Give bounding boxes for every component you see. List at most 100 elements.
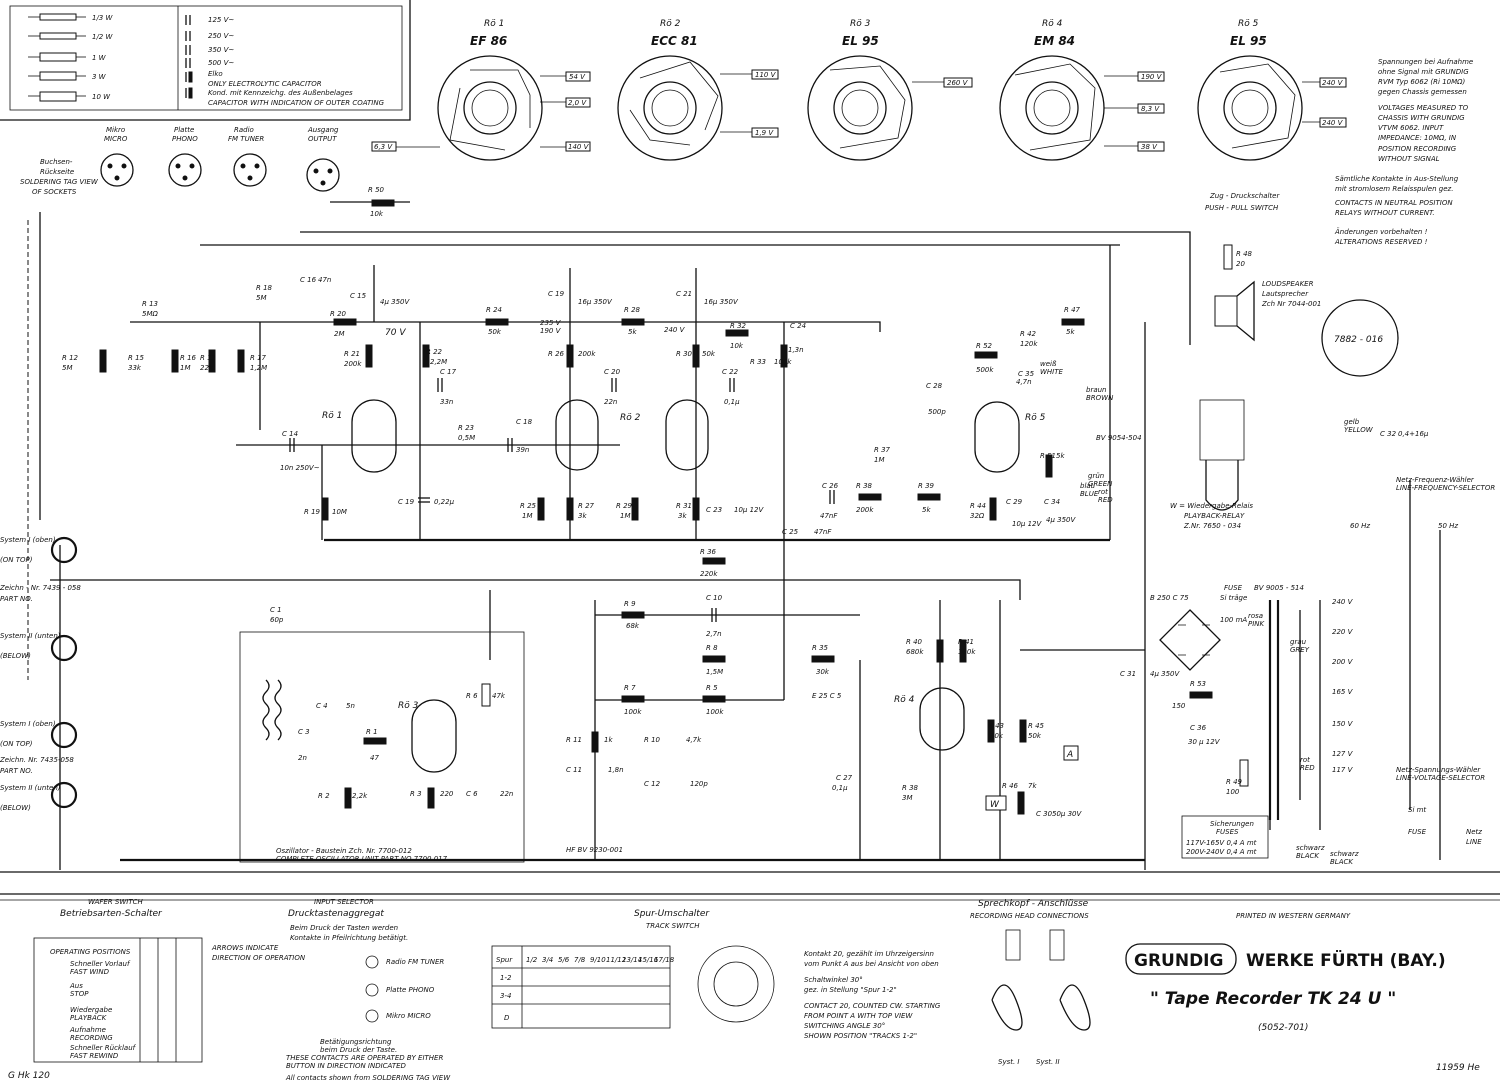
- lbl-r53: R 53: [1190, 680, 1206, 688]
- wire-colour-label: braun: [1086, 386, 1106, 394]
- sys2-en: (BELOW): [0, 652, 31, 660]
- ct-ro3: Rö 3: [398, 701, 419, 711]
- lbl-r45v: 50k: [1028, 732, 1042, 740]
- lbl-r51: R 51: [1040, 452, 1056, 460]
- lbl-r29v: 1M: [620, 512, 631, 520]
- lbl-c11: C 11: [566, 766, 582, 774]
- lbl-r51v: 5k: [1056, 452, 1065, 460]
- lbl-r9: R 9: [624, 600, 636, 608]
- lbl-r8: R 8: [706, 644, 718, 652]
- lbl-r39v: 5k: [922, 506, 931, 514]
- part-no-2b: PART NO.: [0, 767, 33, 775]
- pushpull-de: Zug - Druckschalter: [1209, 192, 1280, 200]
- input-en-0: MICRO: [104, 135, 128, 143]
- misc-black: BLACK: [1330, 858, 1354, 866]
- lbl-c17v: 33n: [440, 398, 453, 406]
- components: [99, 199, 1249, 815]
- isel-f2: THESE CONTACTS ARE OPERATED BY EITHER: [286, 1054, 443, 1062]
- lbl-r48: R 48: [1236, 250, 1253, 258]
- track-c1: 3/4: [542, 956, 553, 964]
- input-de-3: Ausgang: [307, 126, 339, 134]
- input-selector-legend: INPUT SELECTOR Drucktastenaggregat Beim …: [211, 898, 451, 1082]
- track-r0: 1-2: [500, 974, 512, 982]
- lbl-c25v: 47nF: [814, 528, 832, 536]
- lbl-r44: R 44: [970, 502, 986, 510]
- sys3-de: System I (oben): [0, 720, 56, 728]
- track-title: Spur-Umschalter: [634, 909, 710, 919]
- socketview-0: Buchsen-: [40, 158, 73, 166]
- tube-type-3: EL 95: [842, 34, 879, 48]
- capacitor-symbols: [185, 15, 193, 99]
- lbl-c23v: 10μ 12V: [734, 506, 764, 514]
- wafer-title: WAFER SWITCH: [88, 898, 143, 906]
- tube1-v1: 2,0 V: [568, 99, 587, 107]
- lbl-c6v: 22n: [500, 790, 513, 798]
- lbl-r26: R 26: [548, 350, 565, 358]
- lbl-c14: C 14: [282, 430, 298, 438]
- lbl-c10v: 2,7n: [706, 630, 722, 638]
- lbl-c22v: 0,1μ: [724, 398, 740, 406]
- lbl-r21: R 21: [344, 350, 360, 358]
- pushpull-en: PUSH - PULL SWITCH: [1205, 204, 1279, 212]
- lbl-r33v: 100k: [774, 358, 792, 366]
- lbl-r42v: 120k: [1020, 340, 1038, 348]
- input-de-2: Radio: [234, 126, 254, 134]
- lbl-r3: R 3: [410, 790, 422, 798]
- misc-190v: 190 V: [540, 327, 562, 335]
- lbl-r17: R 17: [250, 354, 267, 362]
- track-n1: vom Punkt A aus bei Ansicht von oben: [804, 960, 939, 968]
- legend-c-0: 125 V~: [208, 16, 234, 24]
- wire-colour-label: grün: [1088, 472, 1104, 480]
- resistor-symbols: [28, 13, 86, 102]
- circuit-tubes: Rö 1 Rö 2 Rö 5 Rö 3 Rö 4: [322, 399, 1046, 773]
- input-de-1: Platte: [174, 126, 194, 134]
- isel-f4: All contacts shown from SOLDERING TAG VI…: [285, 1074, 451, 1082]
- wire-colour-label: BROWN: [1086, 394, 1114, 402]
- lbl-c32v: 0,4+16μ: [1398, 430, 1429, 438]
- track-n4: CONTACT 20, COUNTED CW. STARTING: [804, 1002, 941, 1010]
- transformer: [1268, 600, 1301, 820]
- track-c7: 15/16: [638, 956, 659, 964]
- lbl-c19: C 19: [398, 498, 415, 506]
- lbl-c27v: 0,1μ: [832, 784, 848, 792]
- lbl-r11b: R 11: [566, 736, 582, 744]
- lbl-c34: C 34: [1044, 498, 1060, 506]
- wafer-r0: OPERATING POSITIONS: [50, 948, 131, 956]
- misc-w: W: [990, 800, 1000, 810]
- oscillator-unit: Oszillator - Baustein Zch. Nr. 7700-012 …: [239, 631, 525, 863]
- lbl-c24v: 1,3n: [788, 346, 804, 354]
- tube-rö3-socket: Rö 3 EL 95 260 V: [807, 19, 973, 161]
- contacts-note: Sämtliche Kontakte in Aus-Stellung mit s…: [1334, 175, 1459, 246]
- lbl-r39: R 39: [918, 482, 935, 490]
- wafer-r3: Aus: [69, 982, 83, 990]
- misc-117: 117 V: [1332, 766, 1354, 774]
- tube-ref-3: Rö 3: [850, 19, 871, 29]
- tube-ref-2: Rö 2: [660, 19, 681, 29]
- misc-165: 165 V: [1332, 688, 1354, 696]
- tube-ref-1: Rö 1: [484, 19, 504, 29]
- misc-red: RED: [1300, 764, 1315, 772]
- lbl-c10: C 10: [706, 594, 723, 602]
- lbl-r38b: R 38: [902, 784, 919, 792]
- track-switch-legend: Spur-Umschalter TRACK SWITCH Spur 1/2 3/…: [491, 909, 941, 1040]
- lbl-c34v: 4μ 350V: [1046, 516, 1076, 524]
- lbl-r13: R 13: [142, 300, 158, 308]
- lbl-c26v: 47nF: [820, 512, 838, 520]
- lbl-c4: C 4: [316, 702, 328, 710]
- track-n7: SHOWN POSITION "TRACKS 1-2": [804, 1032, 917, 1040]
- misc-fuses: FUSES: [1216, 828, 1239, 836]
- wafer-r4: STOP: [70, 990, 89, 998]
- lbl-r24v: 50k: [488, 328, 502, 336]
- lbl-r20v: 2M: [334, 330, 345, 338]
- wire-colour-label: YELLOW: [1344, 426, 1374, 434]
- lbl-c27: C 27: [836, 774, 853, 782]
- lbl-r15v: 33k: [128, 364, 142, 372]
- lbl-r50: R 50: [368, 186, 385, 194]
- lbl-r28: R 28: [624, 306, 641, 314]
- lbl-r41v: 100k: [958, 648, 976, 656]
- lbl-r40: R 40: [906, 638, 923, 646]
- misc-line: LINE: [1466, 838, 1482, 846]
- lbl-c32: C 32: [1380, 430, 1397, 438]
- lbl-r17v: 1,2M: [250, 364, 267, 372]
- vnote-9: WITHOUT SIGNAL: [1378, 155, 1440, 163]
